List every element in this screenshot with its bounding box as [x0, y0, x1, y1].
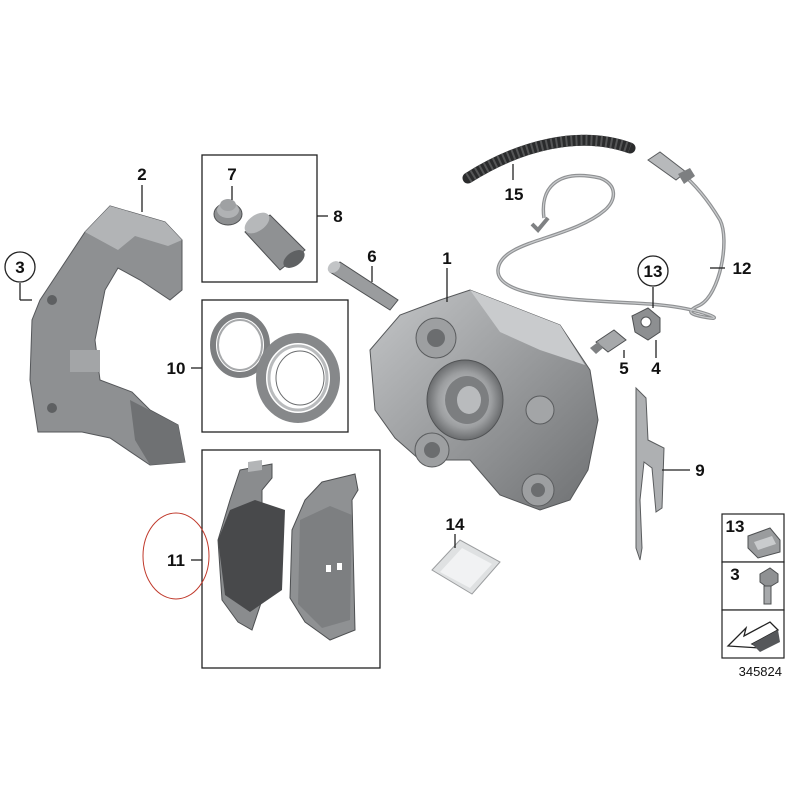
- guide-bolt[interactable]: [325, 259, 399, 311]
- guide-sleeve[interactable]: [241, 208, 308, 271]
- callout-3-circle: [4, 251, 36, 283]
- caliper-carrier-bracket[interactable]: [29, 205, 186, 466]
- callout-4: 4: [651, 359, 661, 378]
- callout-14: 14: [446, 515, 465, 534]
- highlight-circle: [142, 512, 210, 600]
- legend-cell-3: [721, 561, 785, 611]
- dust-boot[interactable]: [213, 199, 243, 226]
- brake-wear-sensor[interactable]: [496, 151, 726, 320]
- callout-11: 11: [167, 551, 185, 570]
- anti-rattle-spring[interactable]: [635, 386, 665, 561]
- callout-5: 5: [619, 359, 628, 378]
- leader-lines: [19, 164, 725, 561]
- inner-brake-pad[interactable]: [217, 460, 285, 631]
- wear-sensor-protective-hose[interactable]: [462, 134, 636, 184]
- callout-2: 2: [137, 165, 146, 184]
- callout-3: 3: [15, 258, 24, 277]
- guide-sleeve-kit-box: [201, 154, 318, 283]
- callout-9: 9: [695, 461, 704, 480]
- callout-10: 10: [167, 359, 186, 378]
- parts-legend: 13 3: [721, 513, 785, 659]
- legend-label-3: 3: [730, 565, 739, 584]
- callout-12: 12: [733, 259, 752, 278]
- legend-clip-icon: [747, 527, 781, 559]
- sensor-holder-clip[interactable]: [631, 307, 661, 341]
- brake-caliper-housing[interactable]: [369, 289, 599, 511]
- outer-brake-pad[interactable]: [289, 473, 359, 641]
- bleeder-screw[interactable]: [590, 329, 627, 354]
- callout-13: 13: [644, 262, 663, 281]
- piston-seal-ring[interactable]: [210, 312, 270, 378]
- callout-8: 8: [333, 207, 342, 226]
- brake-pad-set-box: [201, 449, 381, 669]
- callout-1: 1: [442, 249, 451, 268]
- diagram-id: 345824: [739, 664, 782, 679]
- legend-arrow-icon: [726, 621, 780, 652]
- callout-7: 7: [227, 165, 236, 184]
- legend-label-13: 13: [726, 517, 745, 536]
- callout-15: 15: [505, 185, 524, 204]
- grease-packet[interactable]: [431, 539, 501, 595]
- callout-13-circle: [637, 255, 669, 287]
- seal-kit-box: [201, 299, 349, 433]
- legend-bolt-icon: [759, 567, 779, 605]
- dust-seal-ring[interactable]: [256, 333, 340, 423]
- callout-6: 6: [367, 247, 376, 266]
